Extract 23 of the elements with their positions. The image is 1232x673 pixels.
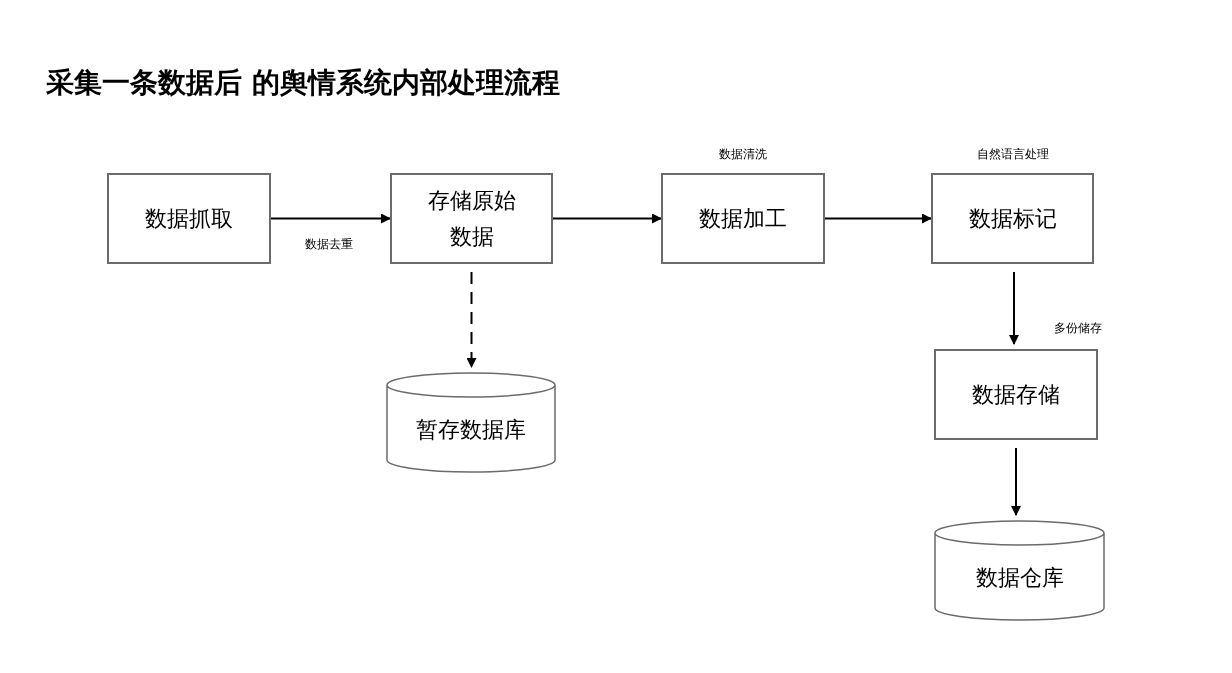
diagram-title: 采集一条数据后 的舆情系统内部处理流程 bbox=[46, 65, 560, 101]
process-box bbox=[661, 173, 825, 264]
node-label: 数据仓库 bbox=[974, 563, 1065, 592]
process-box bbox=[390, 173, 553, 264]
arrow bbox=[270, 213, 391, 224]
node-label: 数据存储 bbox=[971, 380, 1061, 409]
node-label: 数据标记 bbox=[967, 204, 1058, 233]
node-caption: 数据清洗 bbox=[719, 146, 767, 163]
database-cylinder bbox=[386, 372, 556, 473]
arrow bbox=[552, 213, 662, 224]
arrow bbox=[466, 271, 477, 368]
node-label: 数据加工 bbox=[698, 204, 788, 233]
arrow bbox=[824, 213, 932, 224]
node-label: 暂存数据库 bbox=[415, 415, 527, 444]
process-box bbox=[934, 349, 1098, 440]
database-cylinder bbox=[934, 520, 1105, 621]
arrow bbox=[1009, 271, 1019, 345]
node-caption: 自然语言处理 bbox=[976, 146, 1049, 163]
process-box bbox=[107, 173, 271, 264]
process-box bbox=[931, 173, 1094, 264]
node-label: 存储原始数据 bbox=[426, 186, 517, 251]
node-label: 数据抓取 bbox=[144, 204, 234, 233]
arrow bbox=[1011, 447, 1021, 516]
